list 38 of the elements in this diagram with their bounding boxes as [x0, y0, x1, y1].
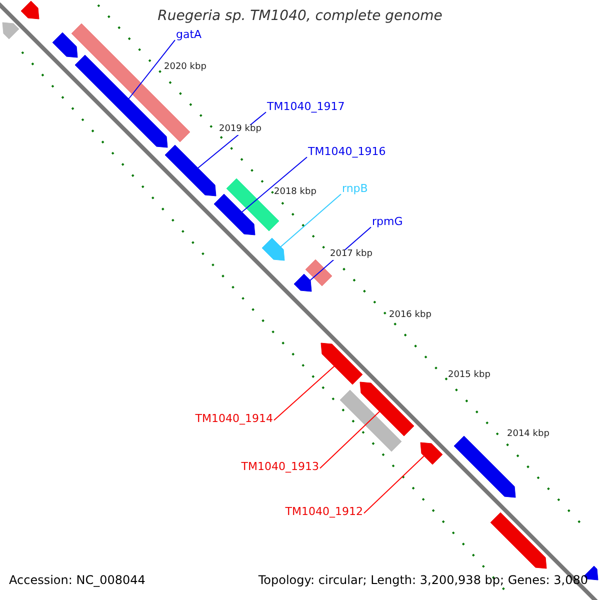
gene-feature — [164, 144, 216, 196]
leader-line — [320, 411, 380, 469]
gene-feature — [214, 194, 256, 236]
scale-label: 2018 kbp — [274, 188, 316, 198]
gene-feature — [454, 436, 516, 498]
scale-label: 2019 kbp — [219, 125, 262, 135]
gene-feature — [52, 32, 78, 58]
gene-label: TM1040_1914 — [195, 413, 273, 426]
gene-feature — [360, 382, 414, 436]
gene-label: gatA — [176, 29, 202, 42]
leader-line — [280, 194, 342, 248]
gene-label: TM1040_1912 — [285, 506, 363, 518]
gene-feature — [320, 342, 363, 385]
gene-label: TM1040_1913 — [241, 461, 319, 474]
leader-line — [128, 40, 176, 100]
gene-label: TM1040_1917 — [267, 101, 345, 114]
gene-label: TM1040_1916 — [308, 146, 386, 158]
scale-label: 2020 kbp — [164, 63, 206, 73]
gene-feature — [340, 390, 402, 452]
leader-line — [242, 156, 308, 212]
accession-text: Accession: NC_008044 — [9, 574, 146, 588]
leader-line — [274, 366, 335, 421]
gene-feature — [305, 259, 332, 286]
scale-label: 2016 kbp — [389, 311, 432, 321]
scale-label: 2015 kbp — [448, 371, 490, 381]
leader-line — [364, 456, 424, 514]
gene-label: rpmG — [372, 216, 403, 228]
genome-summary: Topology: circular; Length: 3,200,938 bp; Genes: 3,080 — [258, 574, 588, 588]
scale-label: 2017 kbp — [330, 250, 372, 260]
diagram-title: Ruegeria sp. TM1040, complete genome — [158, 8, 442, 24]
gene-feature — [20, 0, 40, 20]
gene-label: rnpB — [342, 183, 368, 196]
scale-label: 2014 kbp — [507, 430, 550, 440]
gene-feature — [2, 22, 20, 40]
gene-feature — [294, 274, 312, 292]
gene-feature — [420, 442, 443, 465]
gene-feature — [262, 238, 285, 261]
gene-feature — [490, 512, 547, 569]
